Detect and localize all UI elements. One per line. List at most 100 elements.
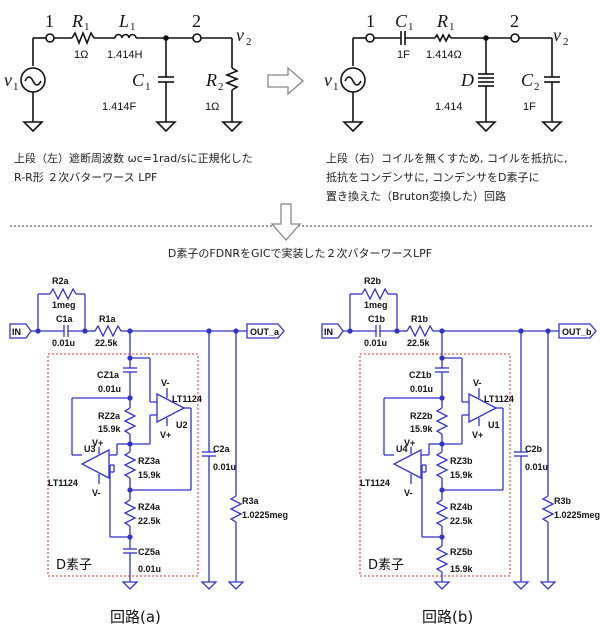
R3-name: R3a: [242, 496, 260, 506]
resistor-R1: [406, 324, 434, 338]
R1-name: R1a: [99, 314, 117, 324]
d-element-label: D素子: [56, 558, 92, 573]
in-port-flag[interactable]: [321, 323, 344, 339]
top-right-circuit: [340, 31, 563, 133]
in-port-label: IN: [12, 327, 21, 337]
resistor-R1: [94, 324, 122, 338]
caption-left-line-2: R-R形 ２次バターワース LPF: [14, 171, 158, 184]
ground-icon: [221, 121, 243, 133]
RZ4-value: 22.5k: [450, 516, 474, 526]
circuit-a: [9, 287, 285, 590]
RZ2-name: RZ2a: [98, 411, 121, 421]
vplus-label: V+: [472, 430, 483, 440]
RZ2-value: 15.9k: [410, 424, 434, 434]
C2-name: C2a: [213, 444, 231, 454]
resistor-RZ4: [123, 499, 137, 527]
in-port-flag[interactable]: [9, 323, 32, 339]
R3-value: 1.0225meg: [242, 510, 288, 520]
v1-sub: 1: [13, 81, 19, 93]
opamp-bottom-name: U4: [396, 444, 408, 454]
opamp-bottom-model: LT1124: [360, 478, 390, 488]
opamp-top: [156, 392, 186, 424]
v2-sub: 2: [563, 36, 569, 48]
Z5-name: RZ5b: [450, 547, 473, 557]
vminus-label: V-: [473, 378, 482, 388]
ground-icon: [342, 121, 364, 133]
C1-sub: 1: [145, 81, 151, 93]
C1-symbol: C: [132, 70, 145, 90]
ground-icon: [475, 121, 497, 133]
resistor-RZ3: [123, 451, 137, 479]
C2-sub: 2: [534, 81, 540, 93]
R1-symbol: R: [71, 11, 83, 31]
ground-icon: [541, 121, 563, 133]
opamp-top-model: LT1124: [484, 394, 514, 404]
D-value: 1.414: [435, 101, 463, 113]
vminus-label: V-: [404, 488, 413, 498]
C1-value: 1.414F: [102, 101, 137, 113]
C2-name: C2b: [525, 444, 543, 454]
CZ1-value: 0.01u: [410, 384, 433, 394]
C1-value: 0.01u: [52, 338, 75, 348]
opamp-bottom: [80, 448, 110, 480]
R1-value: 1Ω: [74, 49, 88, 61]
R1-symbol: R: [436, 11, 448, 31]
out-port-flag[interactable]: [246, 323, 285, 339]
C1-symbol: C: [395, 11, 408, 31]
v2-symbol: v: [553, 25, 561, 45]
sine-glyph: [24, 76, 42, 86]
R2-sub: 2: [218, 81, 224, 93]
v1-symbol: v: [4, 70, 12, 90]
top-right-labels: 1 C 1 1F R 1 1.414Ω 2 v 2 v 1 D 1.414 C …: [324, 11, 569, 113]
opamp-top-name: U1: [488, 420, 500, 430]
RZ3-value: 15.9k: [138, 470, 162, 480]
top-left-labels: 1 R 1 1Ω L 1 1.414H 2 v 2 v 1 C 1 1.414F…: [4, 11, 252, 113]
opamp-top-name: U2: [176, 420, 188, 430]
C1-name: C1a: [56, 314, 74, 324]
resistor-RZ3: [435, 451, 449, 479]
R2-value: 1meg: [52, 300, 76, 310]
C2-symbol: C: [521, 70, 534, 90]
right-arrow-icon: [267, 66, 304, 96]
node-2-label: 2: [510, 11, 519, 31]
RZ3-value: 15.9k: [450, 470, 474, 480]
ground-icon: [200, 581, 218, 590]
caption-left: 上段（左）遮断周波数 ωc=1rad/sに正規化した R-R形 ２次バターワース…: [14, 149, 253, 187]
circuit-title: 回路(a): [110, 608, 161, 626]
R1-sub: 1: [84, 21, 90, 33]
vminus-label: V-: [92, 488, 101, 498]
ground-icon: [121, 581, 139, 590]
v2-symbol: v: [236, 25, 244, 45]
resistor-RZ5: [435, 545, 449, 573]
top-schematics: 1 R 1 1Ω L 1 1.414H 2 v 2 v 1 C 1 1.414F…: [4, 11, 569, 133]
v2-sub: 2: [246, 36, 252, 48]
CZ1-value: 0.01u: [98, 384, 121, 394]
node-1-label: 1: [45, 11, 54, 31]
d-element-box: [359, 353, 511, 577]
out-port-label: OUT_b: [562, 327, 592, 337]
Z5-value: 0.01u: [138, 564, 161, 574]
RZ4-name: RZ4b: [450, 502, 473, 512]
resistor-R2: [224, 67, 240, 91]
resistor-RZ2: [123, 407, 137, 435]
resistor-R2: [361, 287, 389, 301]
R1-value: 1.414Ω: [426, 49, 462, 61]
caption-right: 上段（右）コイルを無くすため, コイルを抵抗に, 抵抗をコンデンサに, コンデン…: [326, 149, 568, 206]
out-port-flag[interactable]: [558, 323, 597, 339]
RZ2-name: RZ2b: [410, 411, 433, 421]
v1-sub: 1: [333, 81, 339, 93]
vplus-label: V+: [160, 430, 171, 440]
ground-icon: [539, 581, 557, 590]
resistor-R3: [229, 495, 243, 523]
L1-sub: 1: [130, 21, 136, 33]
R3-name: R3b: [554, 496, 572, 506]
R1-value: 22.5k: [407, 338, 431, 348]
circuit-title: 回路(b): [422, 608, 473, 626]
out-port-label: OUT_a: [250, 327, 280, 337]
node-1-label: 1: [366, 11, 375, 31]
v1-symbol: v: [324, 70, 332, 90]
resistor-R1: [434, 33, 452, 43]
R3-value: 1.0225meg: [554, 510, 600, 520]
Z5-value: 15.9k: [450, 564, 474, 574]
